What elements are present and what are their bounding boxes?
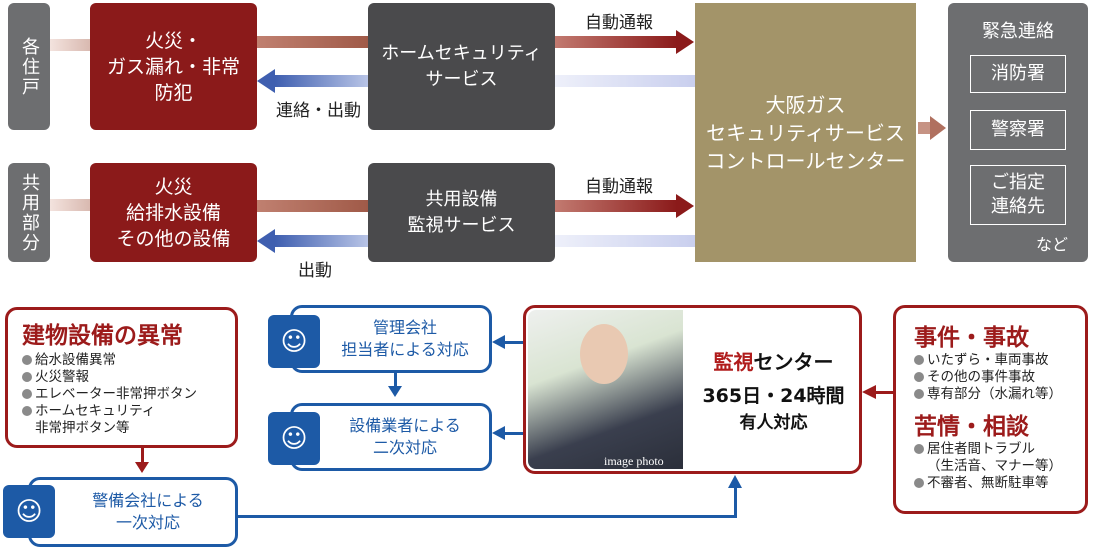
connector-line — [238, 515, 737, 518]
hours: 365日・24時間 — [702, 385, 845, 407]
list-item: いたずら・車両事故 — [914, 352, 1085, 369]
operator-photo: image photo — [528, 310, 683, 469]
etc-label: など — [1036, 235, 1069, 254]
auto-report-label: 自動通報 — [585, 177, 653, 197]
auto-report-arrow — [555, 200, 677, 212]
arrow-head — [728, 475, 742, 488]
connector-line — [734, 488, 737, 518]
flow-bar — [555, 75, 695, 87]
arrow-line — [394, 373, 397, 387]
building-anomaly-box: 建物設備の異常 給水設備異常 火災警報 エレベーター非常押ボタン ホームセキュリ… — [5, 307, 238, 448]
photo-caption: image photo — [604, 454, 664, 468]
monitor-title: センター — [753, 350, 834, 374]
monitor-title-red: 監視 — [713, 350, 754, 374]
arrow-head — [257, 229, 275, 253]
police-station: 警察署 — [970, 110, 1066, 150]
contractor-box: 設備業者による 二次対応 — [290, 403, 492, 471]
complaints-title: 苦情・相談 — [914, 414, 1029, 440]
arrow-line — [505, 432, 523, 435]
list-item: 火災警報 — [22, 369, 235, 386]
list-item: 専有部分（水漏れ等） — [914, 386, 1085, 403]
security-company-box: 警備会社による 一次対応 — [28, 477, 238, 547]
designated-contact: ご指定 連絡先 — [970, 165, 1066, 225]
flow-bar — [555, 235, 695, 247]
arrow-head — [492, 335, 505, 349]
worker-icon: ☺ — [268, 412, 320, 465]
flow-bar — [918, 122, 930, 134]
row-label-common-area: 共用部分 — [8, 163, 50, 262]
arrow-head — [676, 30, 694, 54]
common-events-box: 火災 給排水設備 その他の設備 — [90, 163, 257, 262]
monitor-text: 監視センター 365日・24時間 有人対応 — [686, 346, 859, 433]
arrow-head — [492, 426, 505, 440]
staffed: 有人対応 — [739, 413, 808, 433]
list-item: ホームセキュリティ 非常押ボタン等 — [22, 403, 235, 437]
reply-arrow — [275, 75, 368, 87]
guard-icon: ☺ — [3, 485, 55, 538]
control-center-box: 大阪ガス セキュリティサービス コントロールセンター — [695, 3, 916, 262]
emergency-contacts-box: 緊急連絡 消防署 警察署 ご指定 連絡先 など — [948, 3, 1088, 262]
arrow-head — [388, 386, 402, 397]
list-item: その他の事件事故 — [914, 369, 1085, 386]
list-item: 居住者間トラブル （生活音、マナー等） — [914, 441, 1085, 475]
fire-department: 消防署 — [970, 55, 1066, 93]
flow-bar — [257, 36, 368, 48]
list-item: 給水設備異常 — [22, 352, 235, 369]
monitoring-center-box: image photo 監視センター 365日・24時間 有人対応 — [523, 305, 862, 474]
manager-icon: ☺ — [268, 315, 320, 368]
flow-bar — [50, 199, 90, 211]
auto-report-arrow — [555, 36, 677, 48]
arrow-head — [257, 69, 275, 93]
arrow-head — [862, 385, 876, 399]
reply-label: 連絡・出動 — [276, 101, 361, 121]
incidents-box: 事件・事故 いたずら・車両事故 その他の事件事故 専有部分（水漏れ等） 苦情・相… — [893, 305, 1088, 514]
arrow-head — [930, 116, 946, 140]
auto-report-label: 自動通報 — [585, 13, 653, 33]
management-company-box: 管理会社 担当者による対応 — [290, 305, 492, 373]
flow-bar — [257, 200, 368, 212]
arrow-line — [876, 391, 893, 394]
arrow-head — [676, 194, 694, 218]
operator-face — [580, 324, 628, 384]
building-anomaly-title: 建物設備の異常 — [22, 323, 183, 349]
emergency-title: 緊急連絡 — [982, 21, 1054, 42]
flow-bar — [50, 39, 90, 51]
dispatch-arrow — [275, 235, 368, 247]
list-item: エレベーター非常押ボタン — [22, 386, 235, 403]
common-monitoring-service-box: 共用設備 監視サービス — [368, 163, 555, 262]
arrow-line — [141, 448, 144, 464]
unit-events-box: 火災・ ガス漏れ・非常 防犯 — [90, 3, 257, 130]
incidents-title: 事件・事故 — [914, 325, 1029, 351]
row-label-units: 各住戸 — [8, 3, 50, 130]
arrow-head — [135, 462, 149, 473]
list-item: 不審者、無断駐車等 — [914, 475, 1085, 492]
arrow-line — [505, 341, 523, 344]
home-security-service-box: ホームセキュリティ サービス — [368, 3, 555, 130]
dispatch-label: 出動 — [298, 261, 332, 281]
